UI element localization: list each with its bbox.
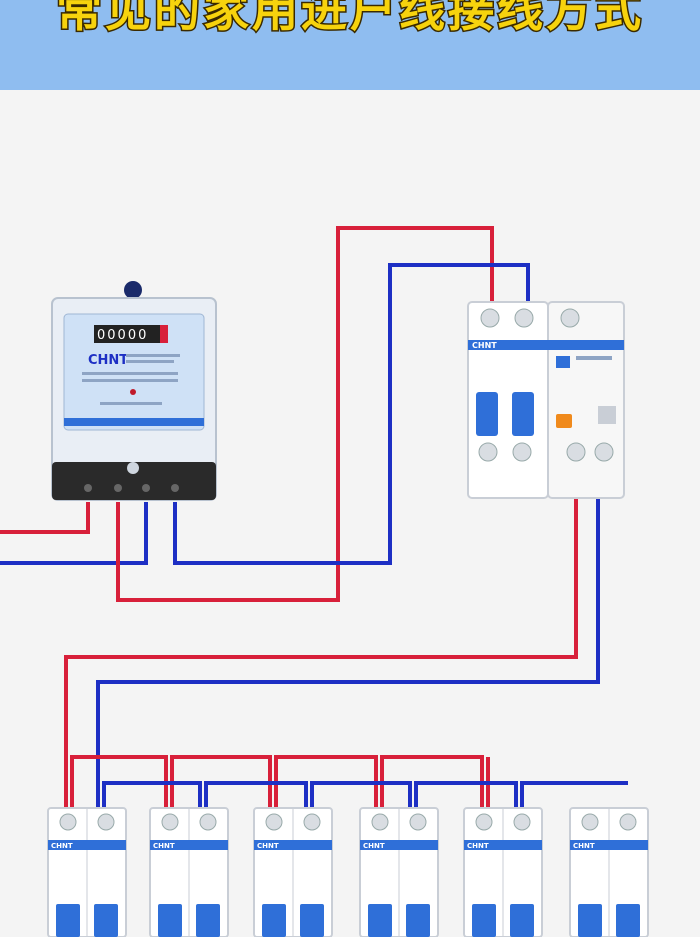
breaker-handle[interactable] [510, 904, 534, 937]
incoming-live-wire [0, 502, 90, 534]
breaker-handle[interactable] [94, 904, 118, 937]
branch-breaker-brand: CHNT [51, 842, 73, 850]
breaker-handle[interactable] [300, 904, 324, 937]
branch-breaker-brand: CHNT [153, 842, 175, 850]
title-banner: 常见的家用进户线接线方式 [0, 0, 700, 90]
branch-breakers: CHNT CHNT CHNT [47, 807, 649, 937]
branch-breaker-brand: CHNT [467, 842, 489, 850]
breaker-handle[interactable] [406, 904, 430, 937]
main-leakage-switch: CHNT [467, 301, 625, 499]
branch-breaker: CHNT [253, 807, 333, 937]
breaker-handle[interactable] [56, 904, 80, 937]
breaker-handle[interactable] [158, 904, 182, 937]
neutral-bus-jumpers [102, 781, 628, 812]
branch-breaker: CHNT [463, 807, 543, 937]
breaker-handle[interactable] [262, 904, 286, 937]
meter-brand: CHNT [88, 353, 128, 368]
qr-code-icon [598, 406, 616, 424]
meter-to-switch-neutral-wire [173, 263, 530, 565]
meter-pulse-led-icon [130, 389, 136, 395]
meter-seal-icon [124, 281, 142, 299]
page-title: 常见的家用进户线接线方式 [55, 0, 644, 39]
branch-breaker-brand: CHNT [257, 842, 279, 850]
main-switch-handle-right[interactable] [512, 392, 534, 436]
meter-to-switch-live-wire [116, 226, 494, 602]
breaker-handle[interactable] [578, 904, 602, 937]
branch-breaker: CHNT [149, 807, 229, 937]
branch-breaker: CHNT [47, 807, 127, 937]
switch-to-bus-live-wire [64, 468, 578, 812]
incoming-neutral-wire [0, 502, 148, 565]
branch-breaker-brand: CHNT [363, 842, 385, 850]
breaker-handle[interactable] [368, 904, 392, 937]
meter-reading: 00000 [97, 328, 148, 343]
wires [0, 226, 628, 812]
switch-to-bus-neutral-wire [96, 468, 600, 812]
branch-breaker-brand: CHNT [573, 842, 595, 850]
breaker-handle[interactable] [196, 904, 220, 937]
breaker-handle[interactable] [472, 904, 496, 937]
leakage-test-button[interactable] [556, 414, 572, 428]
breaker-handle[interactable] [616, 904, 640, 937]
branch-breaker: CHNT [569, 807, 649, 937]
main-switch-brand: CHNT [472, 341, 497, 350]
meter-counter-display [94, 325, 166, 343]
branch-breaker: CHNT [359, 807, 439, 937]
electric-meter: 00000 CHNT [51, 281, 217, 501]
main-switch-handle-left[interactable] [476, 392, 498, 436]
